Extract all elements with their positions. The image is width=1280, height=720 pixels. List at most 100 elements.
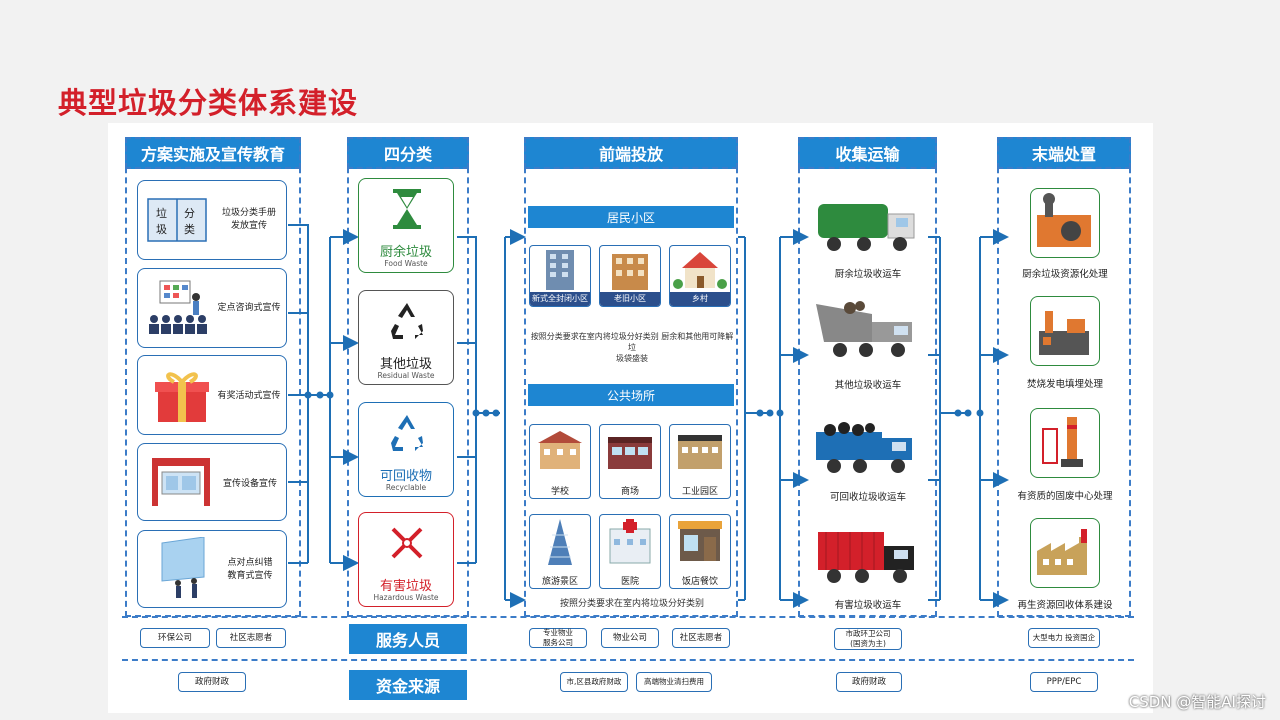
end-card-food xyxy=(1030,188,1100,258)
recycle-black-icon xyxy=(391,303,423,339)
cat-en-hazardous: Hazardous Waste xyxy=(373,593,439,602)
edu-label-screen: 点对点纠错 教育式宣传 xyxy=(227,558,273,581)
categories-header: 四分类 xyxy=(347,137,469,169)
residential-note: 按照分类要求在室内将垃圾分好类别 厨余和其他用可降解垃 圾袋盛装 xyxy=(530,332,734,363)
end-card-solid-waste xyxy=(1030,408,1100,478)
consulting-icon xyxy=(149,280,207,334)
tile-label-scenic: 旅游景区 xyxy=(541,577,578,587)
cat-en-recyclable: Recyclable xyxy=(385,483,427,492)
tile-school: 学校 xyxy=(529,424,591,499)
screen-icon xyxy=(161,537,205,598)
tile-label-new-community: 新式全封闭小区 xyxy=(530,292,590,306)
cat-card-recyclable: 可回收物 Recyclable xyxy=(358,402,454,497)
cat-name-food: 厨余垃圾 xyxy=(379,245,432,260)
old-building-icon xyxy=(612,254,648,290)
tile-label-industrial: 工业园区 xyxy=(681,487,718,497)
education-header: 方案实施及宣传教育 xyxy=(125,137,301,169)
truck-label-hazardous: 有害垃圾收运车 xyxy=(834,600,902,611)
funding-front-2: 高端物业清扫费用 xyxy=(636,672,712,692)
funding-end-1: PPP/EPC xyxy=(1030,672,1098,692)
service-label: 服务人员 xyxy=(349,624,467,654)
edu-card-screen: 点对点纠错 教育式宣传 xyxy=(137,530,287,608)
billboard-icon xyxy=(152,458,210,506)
food-truck-icon xyxy=(818,204,915,251)
tile-hospital: 医院 xyxy=(599,514,661,589)
truck-label-recyclable: 可回收垃圾收运车 xyxy=(829,492,906,503)
tile-restaurant: 饭店餐饮 xyxy=(669,514,731,589)
cat-card-hazardous: 有害垃圾 Hazardous Waste xyxy=(358,512,454,607)
tile-label-old-community: 老旧小区 xyxy=(600,292,660,306)
book-char-1: 垃 xyxy=(156,206,167,220)
book-char-3: 分 xyxy=(184,207,195,220)
funding-collection-1: 政府财政 xyxy=(836,672,902,692)
recycle-blue-icon xyxy=(391,415,423,451)
residential-subheader: 居民小区 xyxy=(528,206,734,228)
edu-card-consulting: 定点咨询式宣传 xyxy=(137,268,287,348)
front-header: 前端投放 xyxy=(524,137,738,169)
funding-row-divider xyxy=(122,659,1134,661)
school-icon xyxy=(538,431,582,469)
edu-card-gift: 有奖活动式宣传 xyxy=(137,355,287,435)
cat-card-food: 厨余垃圾 Food Waste xyxy=(358,178,454,273)
public-subheader: 公共场所 xyxy=(528,384,734,406)
cat-name-residual: 其他垃圾 xyxy=(379,357,432,372)
funding-front-1: 市,区县政府财政 xyxy=(560,672,628,692)
end-card-incineration xyxy=(1030,296,1100,366)
service-end-1: 大型电力 投资国企 xyxy=(1028,628,1100,648)
cat-en-residual: Residual Waste xyxy=(377,371,435,380)
house-icon xyxy=(673,252,727,289)
hazard-x-icon xyxy=(391,527,423,559)
tile-label-school: 学校 xyxy=(550,487,569,497)
cat-name-recyclable: 可回收物 xyxy=(379,469,432,484)
truck-label-residual: 其他垃圾收运车 xyxy=(834,380,902,391)
edu-label-manual: 垃圾分类手册 发放宣传 xyxy=(221,208,276,231)
tile-new-community: 新式全封闭小区 xyxy=(529,245,591,307)
tile-label-village: 乡村 xyxy=(670,292,730,306)
end-label-food: 厨余垃圾资源化处理 xyxy=(1022,269,1108,280)
cat-en-food: Food Waste xyxy=(384,259,428,268)
end-card-recycling xyxy=(1030,518,1100,588)
end-header: 末端处置 xyxy=(997,137,1131,169)
restaurant-icon xyxy=(678,521,722,561)
book-char-4: 类 xyxy=(184,222,195,236)
service-edu-2: 社区志愿者 xyxy=(216,628,286,648)
edu-label-gift: 有奖活动式宣传 xyxy=(217,391,281,401)
tower-icon xyxy=(548,519,572,565)
funding-label: 资金来源 xyxy=(349,670,467,700)
edu-label-consulting: 定点咨询式宣传 xyxy=(217,303,281,313)
edu-card-manual: 垃 圾 分 类 垃圾分类手册 发放宣传 xyxy=(137,180,287,260)
service-front-1: 专业物业 服务公司 xyxy=(529,628,587,648)
cat-name-hazardous: 有害垃圾 xyxy=(379,579,432,594)
edu-label-billboard: 宣传设备宣传 xyxy=(222,479,277,489)
funding-edu-1: 政府财政 xyxy=(178,672,246,692)
hourglass-icon xyxy=(393,189,421,229)
service-collection-1: 市政环卫公司 (国资为主) xyxy=(834,628,902,650)
recycling-factory-icon xyxy=(1037,529,1087,575)
page-title: 典型垃圾分类体系建设 xyxy=(58,86,359,120)
tile-label-hospital: 医院 xyxy=(620,577,639,587)
tile-industrial: 工业园区 xyxy=(669,424,731,499)
end-label-recycling: 再生资源回收体系建设 xyxy=(1017,600,1113,611)
gift-icon xyxy=(155,372,209,422)
mall-icon xyxy=(608,437,652,469)
end-label-incineration: 焚烧发电填埋处理 xyxy=(1026,379,1103,390)
cat-card-residual: 其他垃圾 Residual Waste xyxy=(358,290,454,385)
residual-truck-icon xyxy=(816,301,912,357)
collection-header: 收集运输 xyxy=(798,137,937,169)
factory-building-icon xyxy=(678,435,722,469)
service-front-2: 物业公司 xyxy=(601,628,659,648)
service-row-divider xyxy=(122,616,1134,618)
public-note: 按照分类要求在室内将垃圾分好类别 xyxy=(559,599,704,609)
tile-old-community: 老旧小区 xyxy=(599,245,661,307)
service-edu-1: 环保公司 xyxy=(140,628,210,648)
book-icon: 垃 圾 分 类 xyxy=(147,198,207,242)
edu-card-billboard: 宣传设备宣传 xyxy=(137,443,287,521)
solid-waste-center-icon xyxy=(1042,417,1083,467)
hospital-icon xyxy=(609,519,651,564)
food-processing-plant-icon xyxy=(1037,193,1091,247)
recyclable-truck-icon xyxy=(816,422,912,473)
incineration-plant-icon xyxy=(1039,311,1089,355)
end-label-solid-waste: 有资质的固废中心处理 xyxy=(1017,491,1113,502)
tile-label-restaurant: 饭店餐饮 xyxy=(681,577,718,587)
